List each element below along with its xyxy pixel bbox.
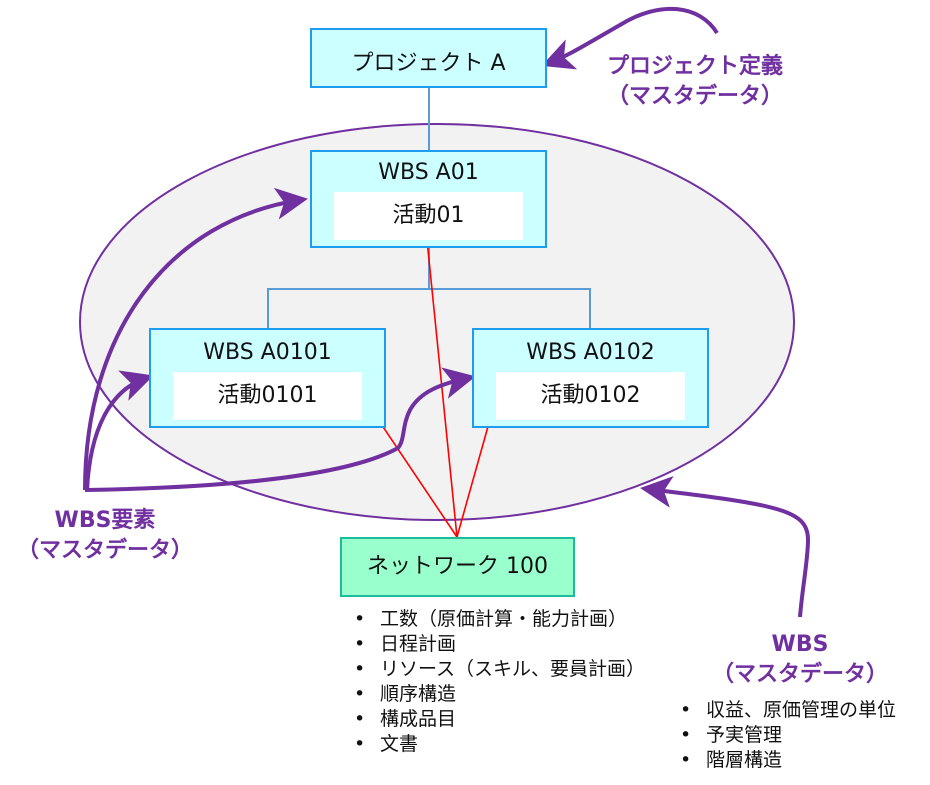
list-item: •工数（原価計算・能力計画） xyxy=(354,608,628,630)
activity-01[interactable]: 活動01 xyxy=(334,192,523,240)
arrow-wbs-element-to-a0101 xyxy=(85,370,154,491)
list-item: •収益、原価管理の単位 xyxy=(680,699,897,721)
wbs-a0101-box[interactable]: WBS A0101 活動0101 xyxy=(149,328,386,428)
wbs-items-list: •収益、原価管理の単位 •予実管理 •階層構造 xyxy=(676,698,896,773)
list-item: •リソース（スキル、要員計画） xyxy=(354,658,646,680)
list-item: •文書 xyxy=(354,733,419,755)
list-item: •日程計画 xyxy=(354,633,457,655)
callout-wbs: WBS （マスタデータ） xyxy=(711,632,888,687)
arrow-wbs-element-to-a0102 xyxy=(84,367,476,492)
activity-0101[interactable]: 活動0101 xyxy=(173,372,362,420)
arrow-project-definition xyxy=(541,6,719,70)
wbs-a0102-box[interactable]: WBS A0102 活動0102 xyxy=(472,328,709,428)
arrow-wbs-element-to-a01 xyxy=(83,187,308,491)
network-label: ネットワーク 100 xyxy=(367,554,548,579)
project-label: プロジェクト A xyxy=(351,51,506,76)
wbs-a01-label: WBS A01 xyxy=(378,160,479,185)
list-item: •予実管理 xyxy=(680,724,783,746)
arrow-wbs-to-ellipse xyxy=(640,476,811,618)
activity-0102[interactable]: 活動0102 xyxy=(496,372,685,420)
list-item: •順序構造 xyxy=(354,683,457,705)
list-item: •構成品目 xyxy=(354,708,457,730)
wbs-a0101-label: WBS A0101 xyxy=(203,340,332,365)
network-items-list: •工数（原価計算・能力計画） •日程計画 •リソース（スキル、要員計画） •順序… xyxy=(350,607,645,757)
callout-wbs-element: WBS要素 （マスタデータ） xyxy=(16,508,193,563)
list-item: •階層構造 xyxy=(680,749,783,771)
wbs-a0102-label: WBS A0102 xyxy=(526,340,655,365)
network-100-box[interactable]: ネットワーク 100 xyxy=(340,537,575,597)
wbs-a01-box[interactable]: WBS A01 活動01 xyxy=(310,150,547,248)
callout-project-definition: プロジェクト定義 （マスタデータ） xyxy=(606,54,783,109)
project-box[interactable]: プロジェクト A xyxy=(310,28,547,88)
